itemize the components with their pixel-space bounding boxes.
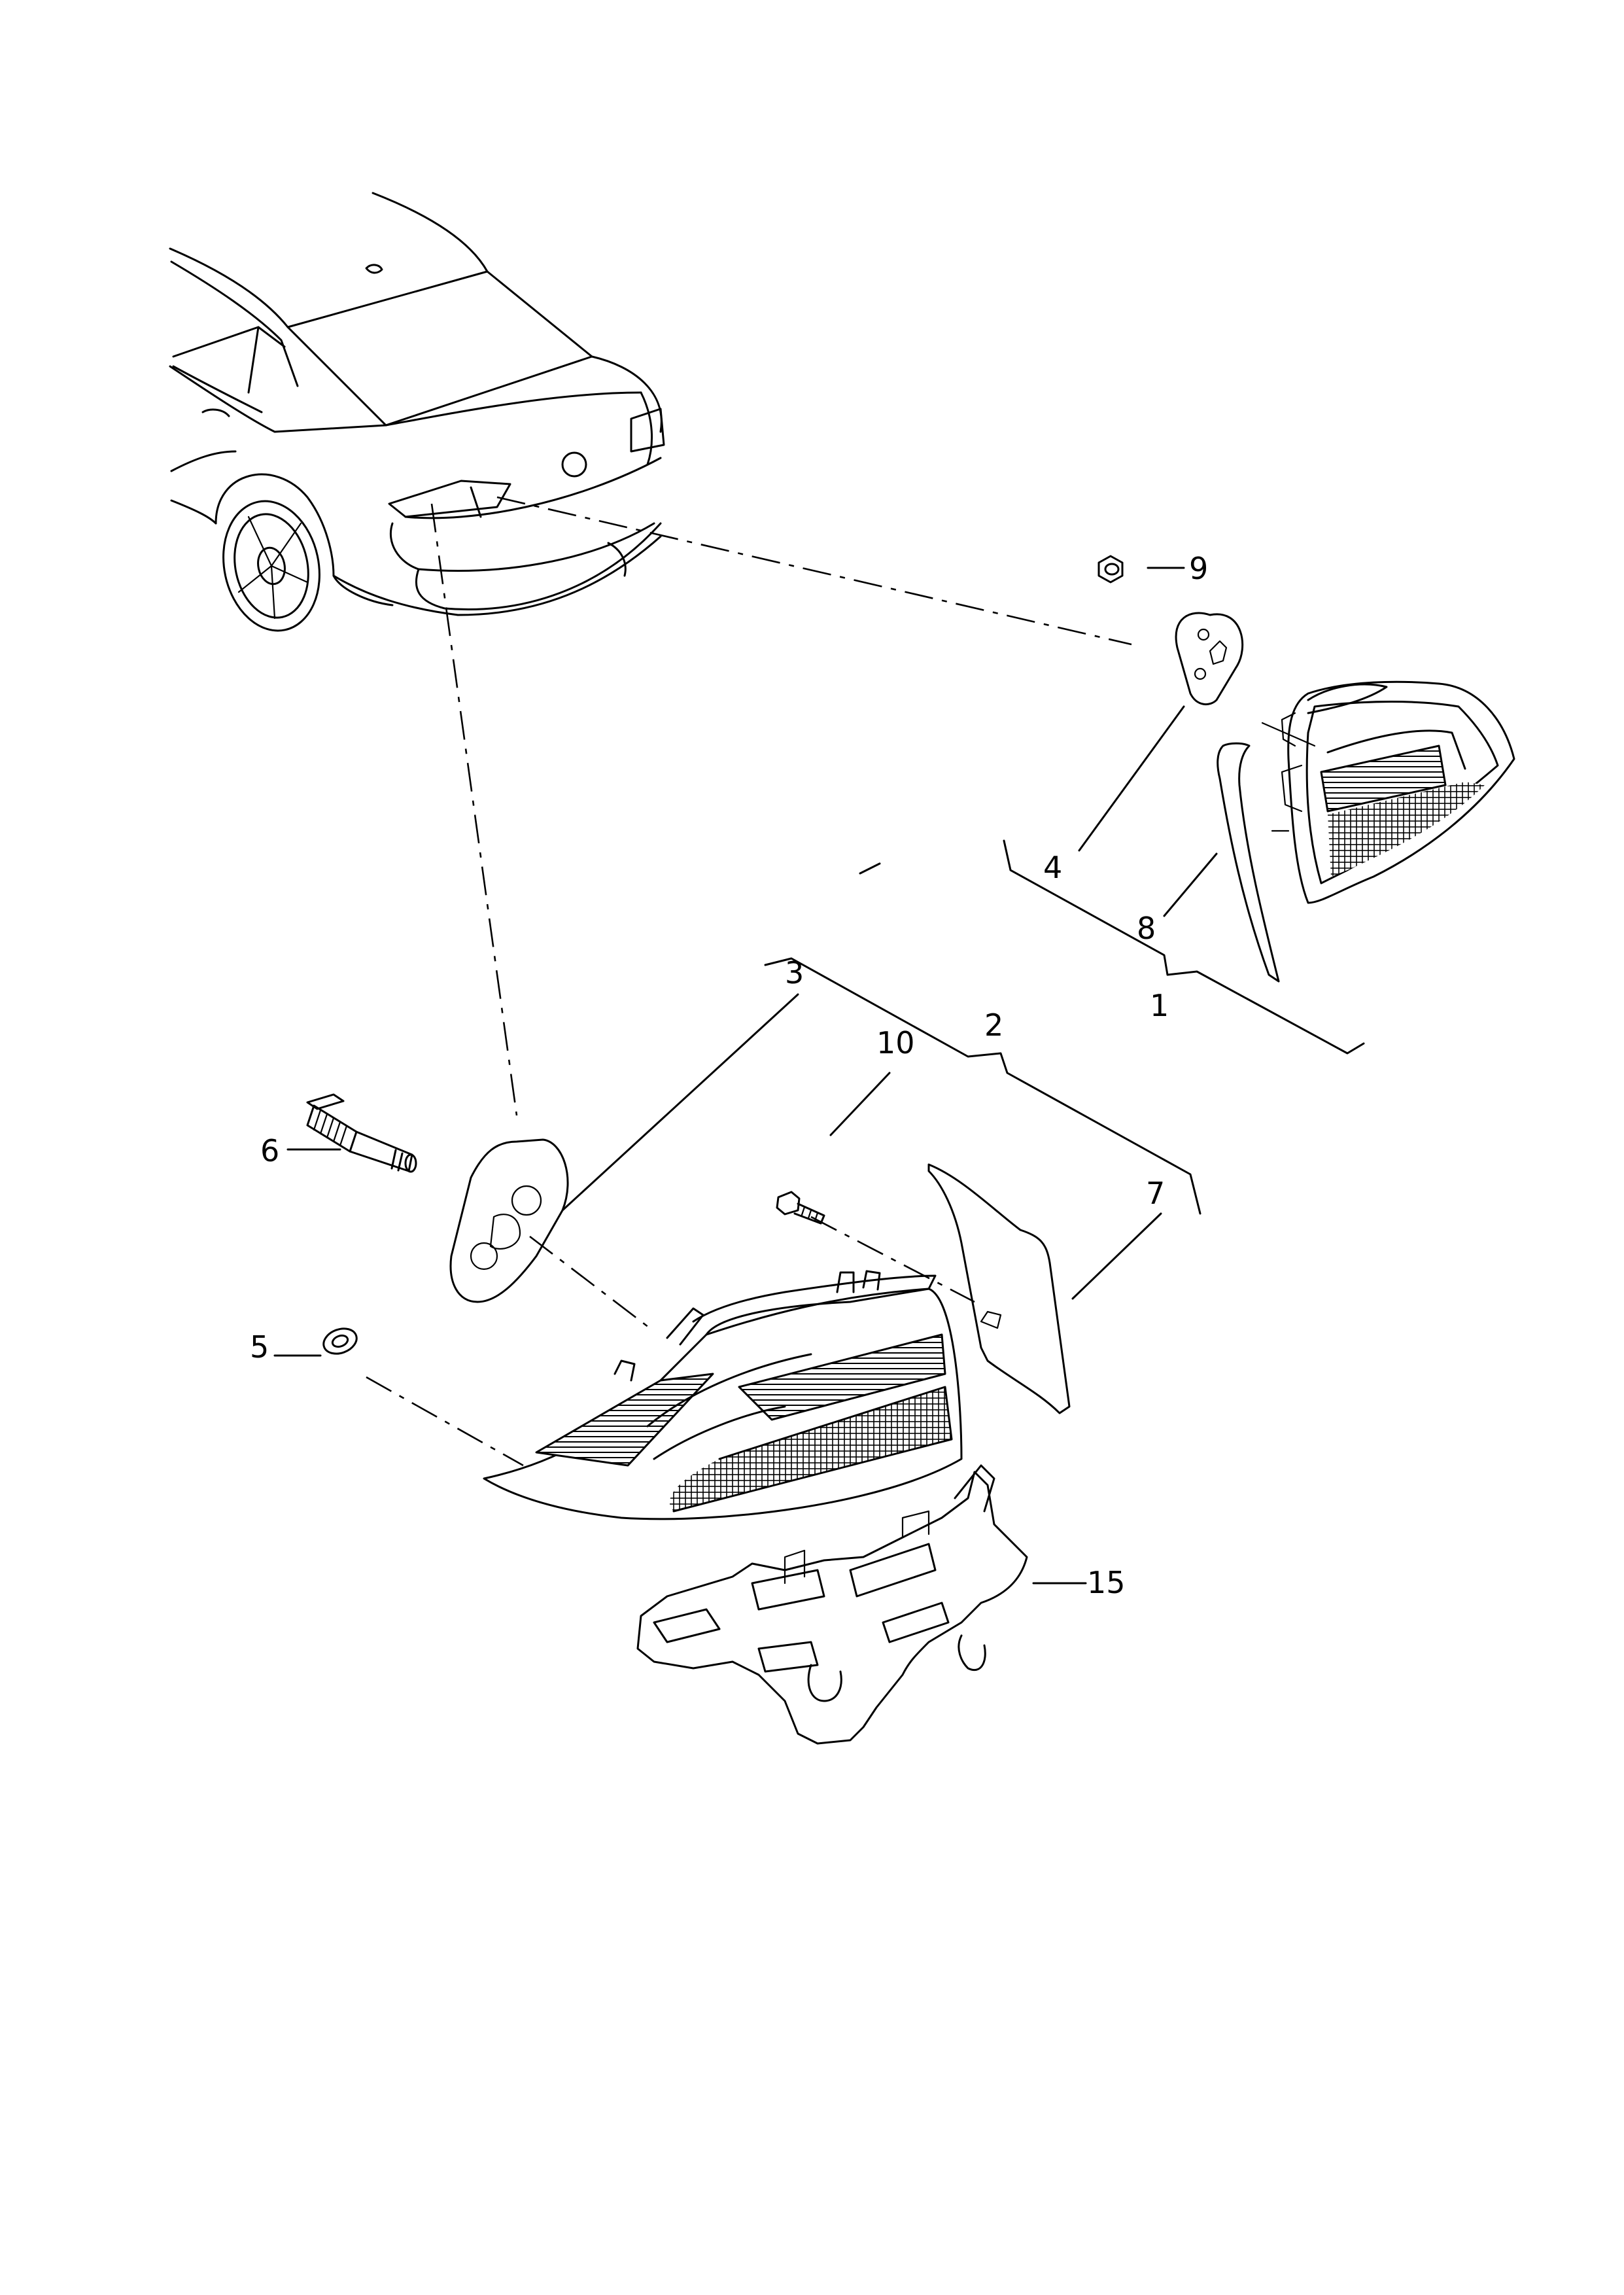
callout-3: 3 xyxy=(785,955,804,990)
inner-tail-lamp xyxy=(1097,555,1515,983)
outer-tail-lamp xyxy=(306,1093,1071,1520)
callout-5: 5 xyxy=(250,1329,269,1365)
assembly-leader-lines xyxy=(366,496,1132,1467)
callout-15: 15 xyxy=(1087,1565,1126,1600)
bracket-part-15 xyxy=(636,1464,1028,1745)
gasket-part-3 xyxy=(449,1138,569,1303)
callout-numbers: 1 2 3 4 5 6 7 8 9 10 15 xyxy=(250,551,1208,1600)
grommet-part-5 xyxy=(322,1327,358,1355)
bulb-socket-part-6 xyxy=(306,1093,417,1173)
car-rear-illustration xyxy=(169,192,665,632)
callout-1: 1 xyxy=(1150,988,1169,1023)
callout-8: 8 xyxy=(1137,911,1156,946)
callout-9: 9 xyxy=(1189,551,1208,586)
gasket-part-4 xyxy=(1175,612,1244,706)
callout-7: 7 xyxy=(1146,1176,1165,1211)
callout-4: 4 xyxy=(1043,850,1062,885)
callout-6: 6 xyxy=(260,1133,279,1168)
callout-leaders xyxy=(273,567,1365,1585)
callout-2: 2 xyxy=(984,1007,1003,1043)
seal-part-8 xyxy=(1217,742,1280,983)
nut-part-9 xyxy=(1097,555,1124,584)
seal-part-7 xyxy=(927,1163,1071,1414)
callout-10: 10 xyxy=(876,1025,915,1060)
screw-part-10 xyxy=(776,1191,825,1225)
